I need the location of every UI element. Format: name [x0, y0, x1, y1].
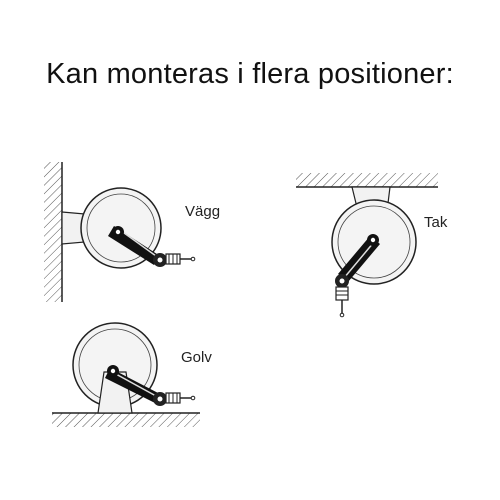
wall-mount-illustration: [44, 162, 196, 302]
ceiling-hatch: [296, 173, 438, 187]
floor-label: Golv: [181, 349, 212, 366]
ceiling-mount-illustration: [296, 173, 438, 318]
floor-reel-arm: [105, 368, 160, 403]
floor-mount-illustration: [52, 322, 200, 427]
floor-hatch: [52, 413, 200, 427]
wall-label: Vägg: [185, 203, 221, 220]
ceiling-label: Tak: [424, 214, 448, 231]
ceiling-nozzle: [335, 286, 349, 301]
page-title: Kan monteras i flera positioner:: [46, 58, 454, 90]
wall-hatch: [44, 162, 62, 302]
